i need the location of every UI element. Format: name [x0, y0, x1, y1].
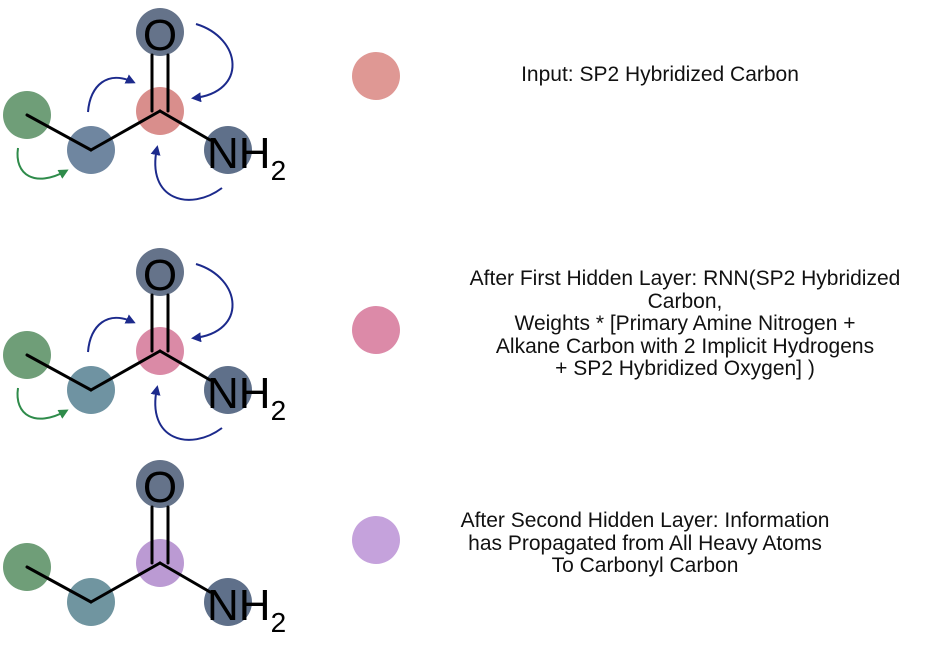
arrow-carbon-to-carbonyl	[87, 314, 136, 353]
nitrogen-node	[204, 578, 252, 626]
bond-lines	[25, 505, 212, 604]
molecule-second-hidden-layer: O NH2	[3, 460, 286, 638]
arrow-nitrogen-to-carbonyl	[150, 145, 223, 201]
swatch-input	[352, 52, 400, 100]
oxygen-node	[136, 248, 184, 296]
molecule-first-hidden-layer: O NH2	[3, 248, 286, 441]
arrow-carbon-to-carbon	[16, 387, 69, 420]
bond-lines	[25, 53, 212, 152]
amine-label: NH2	[207, 581, 286, 638]
arrow-carbon-to-carbon	[16, 147, 69, 180]
amine-label: NH2	[207, 129, 286, 186]
arrow-nitrogen-to-carbonyl	[150, 385, 223, 441]
caption-first-hidden-layer: After First Hidden Layer: RNN(SP2 Hybrid…	[469, 267, 901, 380]
bond-lines	[25, 293, 212, 392]
swatch-first-hidden-layer	[352, 306, 400, 354]
arrow-oxygen-to-carbonyl	[191, 23, 234, 103]
swatch-second-hidden-layer	[352, 516, 400, 564]
oxygen-node	[136, 8, 184, 56]
arrow-carbon-to-carbonyl	[87, 74, 136, 113]
amine-label: NH2	[207, 369, 286, 426]
oxygen-node	[136, 460, 184, 508]
arrow-oxygen-to-carbonyl	[191, 263, 234, 343]
caption-second-hidden-layer: After Second Hidden Layer: Information h…	[460, 509, 830, 577]
oxygen-label: O	[143, 251, 177, 300]
nitrogen-node	[204, 366, 252, 414]
nitrogen-node	[204, 126, 252, 174]
oxygen-label: O	[143, 463, 177, 512]
molecule-input: O NH2	[3, 8, 286, 201]
caption-input: Input: SP2 Hybridized Carbon	[521, 63, 799, 86]
oxygen-label: O	[143, 11, 177, 60]
